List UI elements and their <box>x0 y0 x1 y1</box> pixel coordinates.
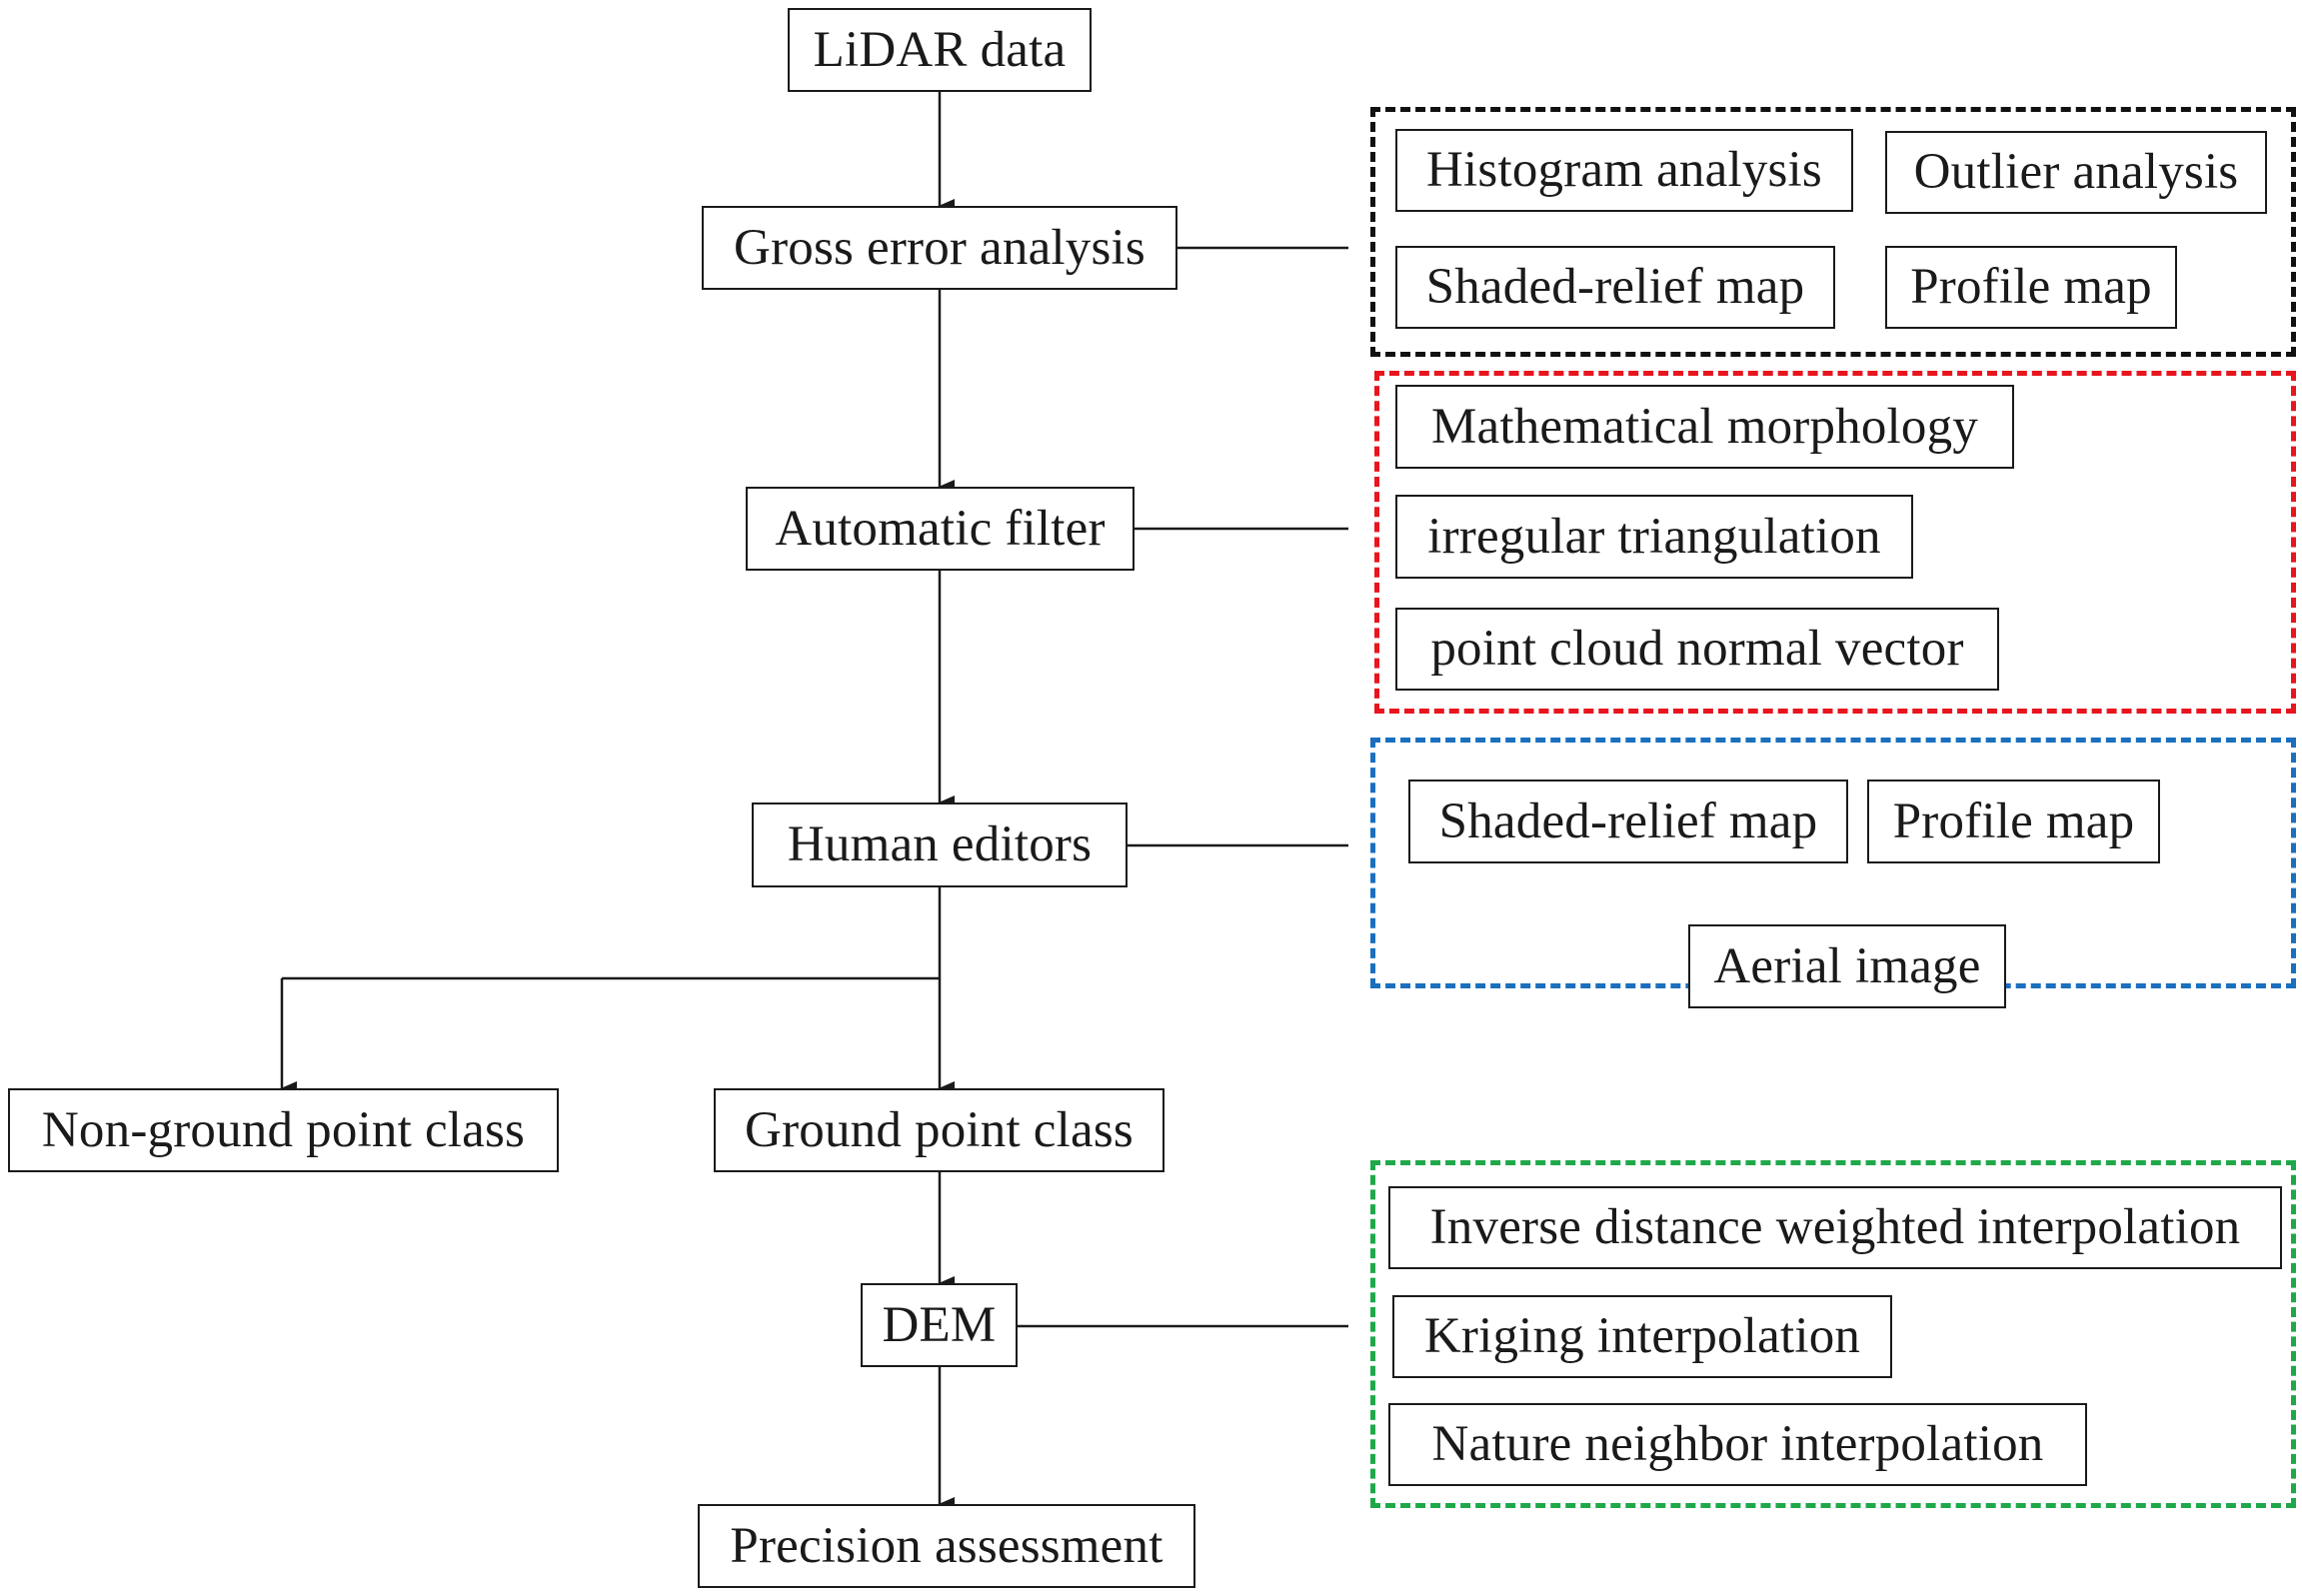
dem-box: DEM <box>861 1283 1018 1367</box>
ground-point-class-box: Ground point class <box>714 1088 1164 1172</box>
nature-neighbor-interpolation-box: Nature neighbor interpolation <box>1388 1403 2087 1486</box>
point-cloud-normal-vector-box: point cloud normal vector <box>1395 608 1999 691</box>
shaded-relief-map-box-1: Shaded-relief map <box>1395 246 1835 329</box>
gross-error-analysis-box: Gross error analysis <box>702 206 1177 290</box>
lidar-data-box: LiDAR data <box>788 8 1092 92</box>
inverse-distance-weighted-interpolation-box: Inverse distance weighted interpolation <box>1388 1186 2282 1269</box>
interpolation-methods-group <box>1370 1160 2296 1508</box>
shaded-relief-map-box-2: Shaded-relief map <box>1408 780 1848 863</box>
outlier-analysis-box: Outlier analysis <box>1885 131 2267 214</box>
human-editors-box: Human editors <box>752 802 1128 887</box>
gross-error-methods-group <box>1370 107 2296 357</box>
aerial-image-box: Aerial image <box>1688 924 2006 1008</box>
precision-assessment-box: Precision assessment <box>698 1504 1195 1588</box>
profile-map-box-2: Profile map <box>1867 780 2160 863</box>
histogram-analysis-box: Histogram analysis <box>1395 129 1853 212</box>
irregular-triangulation-box: irregular triangulation <box>1395 495 1913 579</box>
profile-map-box-1: Profile map <box>1885 246 2177 329</box>
mathematical-morphology-box: Mathematical morphology <box>1395 385 2014 469</box>
automatic-filter-box: Automatic filter <box>746 487 1135 571</box>
kriging-interpolation-box: Kriging interpolation <box>1392 1295 1892 1378</box>
filter-methods-group <box>1374 371 2296 714</box>
non-ground-point-class-box: Non-ground point class <box>8 1088 559 1172</box>
